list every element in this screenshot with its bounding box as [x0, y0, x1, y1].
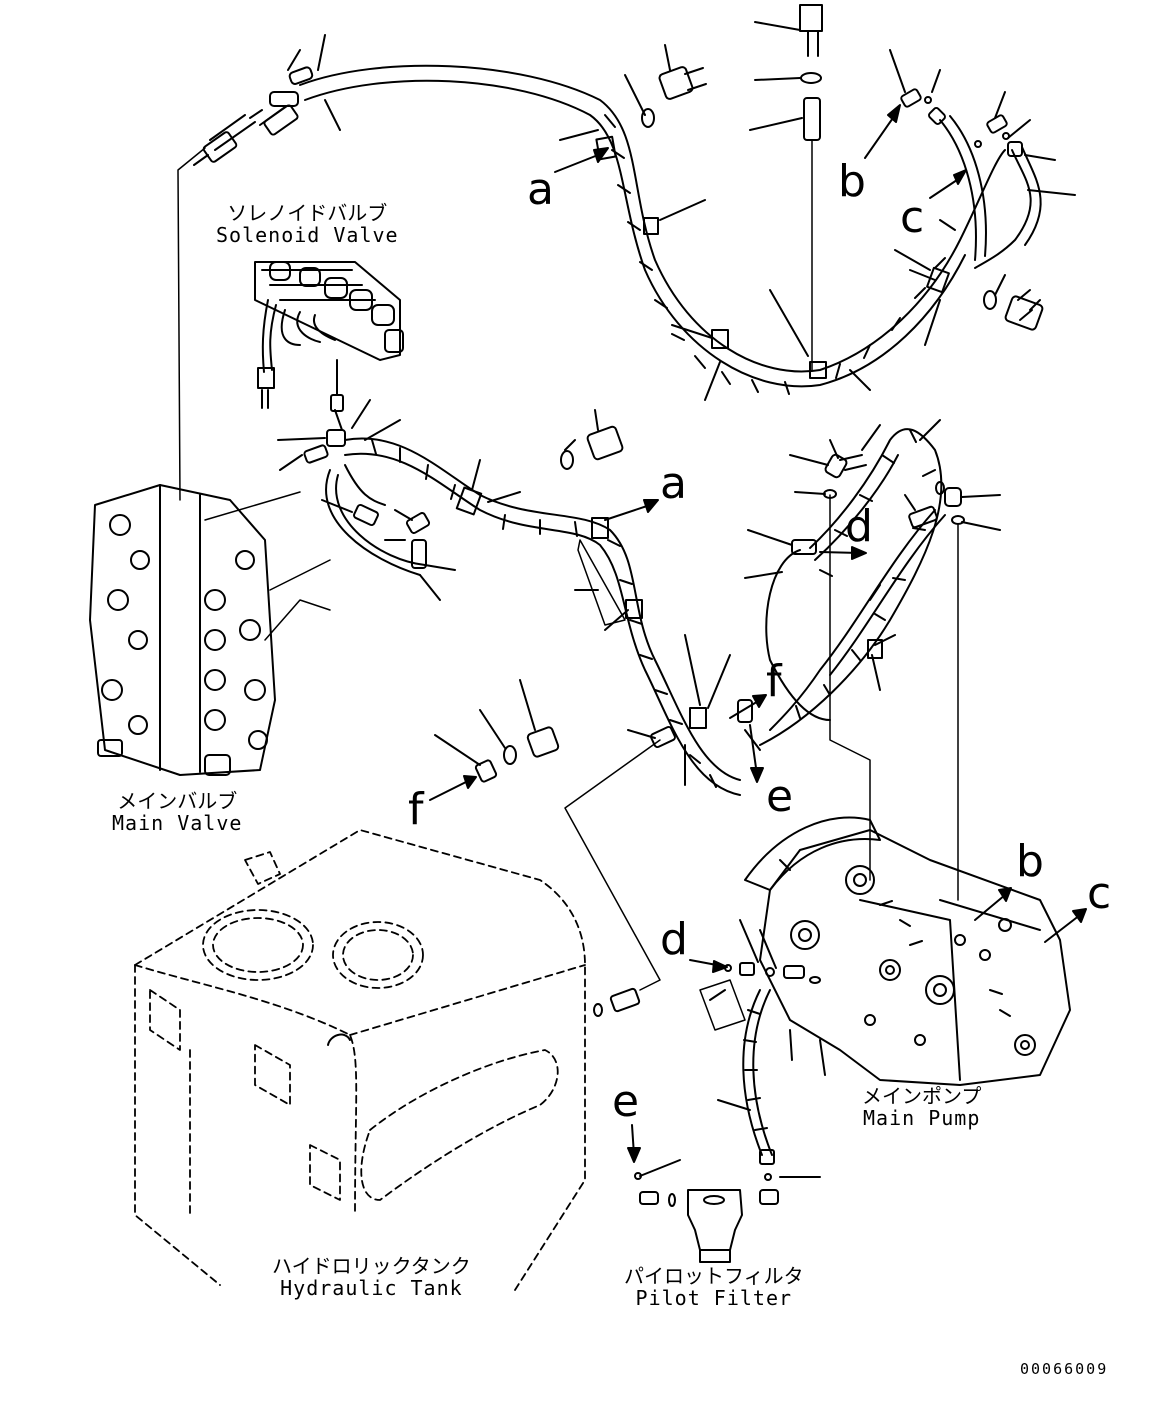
main-pump-label: メインポンプ Main Pump [862, 1085, 981, 1129]
ref-letter-f-left: f [408, 784, 424, 835]
ref-letter-e-mid: e [766, 771, 794, 822]
ref-letter-a-top: a [527, 164, 554, 215]
ref-letter-c-top: c [900, 192, 925, 243]
main-pump-drawing [689, 816, 1087, 1181]
hydraulic-tank-label: ハイドロリックタンク Hydraulic Tank [272, 1255, 471, 1299]
hydraulic-tank-label-en: Hydraulic Tank [280, 1276, 463, 1300]
solenoid-valve-label-en: Solenoid Valve [216, 223, 399, 247]
ref-letter-b-top: b [838, 156, 866, 207]
hydraulic-tank-drawing [134, 829, 586, 1291]
pilot-filter-label-en: Pilot Filter [635, 1286, 793, 1310]
tank-fitting [327, 987, 641, 1046]
solenoid-valve-drawing [254, 261, 404, 412]
ref-letter-f-mid: f [766, 656, 782, 707]
ref-letter-e-low: e [612, 1076, 640, 1127]
drawing-number: 00066009 [1020, 1360, 1109, 1378]
solenoid-valve-label: ソレノイドバルブ Solenoid Valve [216, 202, 399, 246]
f-parts [429, 679, 560, 801]
main-valve-label: メインバルブ Main Valve [112, 790, 242, 834]
pilot-filter-label: パイロットフィルタ Pilot Filter [624, 1265, 804, 1309]
ref-letter-d-low: d [660, 914, 688, 965]
main-valve-drawing [89, 147, 331, 776]
main-valve-label-jp: メインバルブ [117, 789, 238, 813]
solenoid-valve-label-jp: ソレノイドバルブ [227, 201, 388, 225]
ref-letter-c-pump: c [1087, 868, 1112, 919]
ref-letter-a-mid: a [660, 458, 687, 509]
top-hose-assembly [193, 4, 1076, 401]
ref-letter-b-pump: b [1016, 836, 1044, 887]
middle-hose-assembly [277, 399, 1001, 991]
pilot-filter-drawing [627, 1124, 779, 1263]
main-pump-label-jp: メインポンプ [862, 1084, 982, 1108]
pilot-filter-label-jp: パイロットフィルタ [624, 1264, 804, 1288]
main-valve-label-en: Main Valve [112, 811, 243, 835]
ref-letter-d-mid: d [845, 501, 873, 552]
hydraulic-tank-label-jp: ハイドロリックタンク [272, 1254, 471, 1278]
main-pump-label-en: Main Pump [863, 1106, 981, 1130]
